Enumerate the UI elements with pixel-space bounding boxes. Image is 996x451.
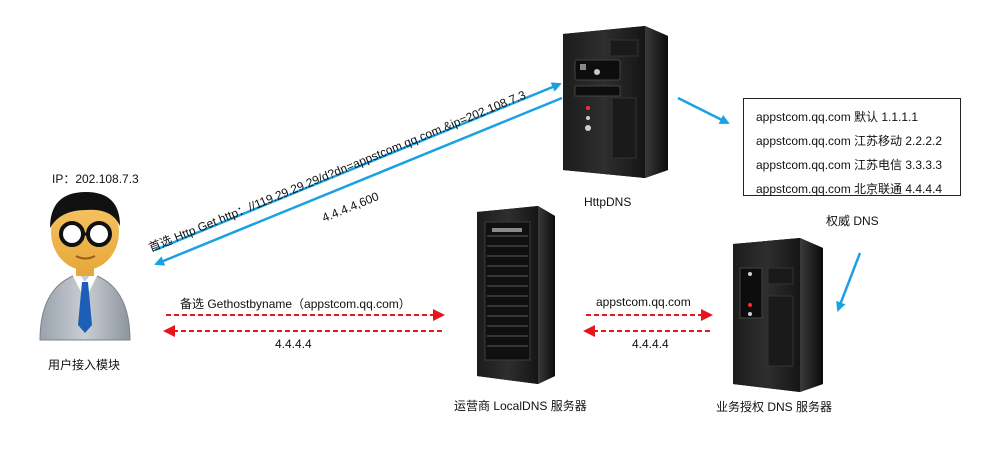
httpdns-server-icon [563, 26, 668, 178]
dns-record: appstcom.qq.com 江苏移动 2.2.2.2 [756, 134, 943, 148]
http-request-arrow [154, 82, 562, 252]
localdns-caption: 运营商 LocalDNS 服务器 [454, 399, 587, 413]
auth-response-label: 4.4.4.4 [632, 337, 669, 351]
auth-request-label: appstcom.qq.com [596, 295, 691, 309]
dns-record: appstcom.qq.com 默认 1.1.1.1 [756, 110, 919, 124]
localdns-server-icon [477, 206, 555, 384]
user-caption: 用户接入模块 [48, 358, 121, 372]
auth-dns-server-icon [733, 238, 823, 392]
auth-dns-caption: 权威 DNS [826, 214, 879, 228]
auth-server-caption: 业务授权 DNS 服务器 [716, 400, 833, 414]
user-avatar [39, 192, 131, 341]
dns-record: appstcom.qq.com 江苏电信 3.3.3.3 [756, 158, 943, 172]
http-response-arrow [154, 96, 563, 266]
httpdns-to-auth-arrow [677, 96, 730, 125]
dns-record: appstcom.qq.com 北京联通 4.4.4.4 [756, 182, 943, 196]
local-response-label: 4.4.4.4 [275, 337, 312, 351]
auth-dns-records-box: appstcom.qq.com 默认 1.1.1.1 appstcom.qq.c… [743, 98, 961, 196]
user-ip-label: IP：202.108.7.3 [52, 172, 139, 186]
local-request-label: 备选 Gethostbyname（appstcom.qq.com） [180, 297, 411, 311]
httpdns-caption: HttpDNS [584, 195, 632, 209]
auth-to-server-arrow [836, 252, 862, 312]
